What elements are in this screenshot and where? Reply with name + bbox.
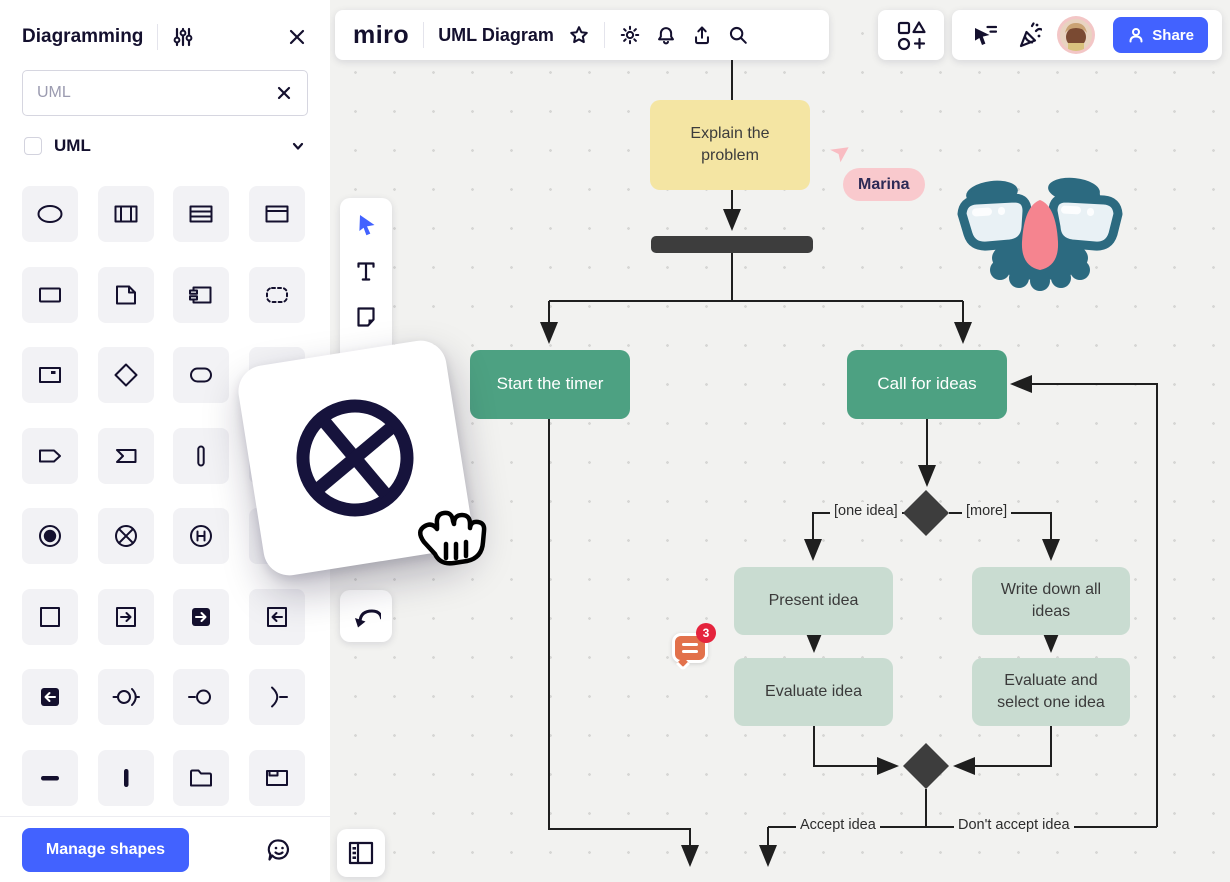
shape-horizontal-partition[interactable] bbox=[173, 186, 229, 242]
filter-icon[interactable] bbox=[172, 26, 194, 48]
shape-vertical-bar[interactable] bbox=[97, 749, 154, 806]
shape-ellipse[interactable] bbox=[22, 186, 78, 242]
node-explain-problem[interactable]: Explain the problem bbox=[650, 100, 810, 190]
upload-icon[interactable] bbox=[691, 24, 713, 46]
divider bbox=[157, 24, 159, 50]
gear-icon[interactable] bbox=[619, 24, 641, 46]
quick-add-icon bbox=[897, 21, 926, 51]
shape-square-arrow-left-filled[interactable] bbox=[22, 669, 78, 725]
dragged-shape-card[interactable] bbox=[234, 336, 476, 580]
marina-cursor-icon bbox=[830, 147, 849, 163]
shape-component[interactable] bbox=[173, 266, 229, 323]
shape-exit-point[interactable] bbox=[97, 508, 154, 564]
shape-provided-interface[interactable] bbox=[173, 669, 229, 725]
shape-square[interactable] bbox=[22, 588, 78, 645]
collaboration-bar: Share bbox=[952, 10, 1222, 60]
decision-diamond-1 bbox=[903, 490, 949, 536]
shape-final-state[interactable] bbox=[22, 508, 78, 564]
edge-label-accept-idea[interactable]: Accept idea bbox=[796, 816, 880, 834]
shape-activity-bar[interactable] bbox=[173, 427, 229, 484]
shape-terminator[interactable] bbox=[173, 347, 229, 403]
share-person-icon bbox=[1129, 28, 1143, 43]
node-start-timer[interactable]: Start the timer bbox=[470, 350, 630, 419]
groucho-glasses-sticker[interactable] bbox=[948, 170, 1132, 304]
shape-square-arrow-left[interactable] bbox=[248, 588, 305, 645]
category-checkbox[interactable] bbox=[24, 137, 42, 155]
miro-logo[interactable]: miro bbox=[353, 20, 410, 49]
comment-count: 3 bbox=[696, 623, 716, 643]
search-input[interactable] bbox=[37, 84, 267, 102]
feedback-smiley-icon[interactable] bbox=[266, 837, 292, 863]
shape-vertical-partition[interactable] bbox=[97, 186, 154, 242]
node-evaluate-select-one[interactable]: Evaluate and select one idea bbox=[972, 658, 1130, 726]
node-present-idea[interactable]: Present idea bbox=[734, 567, 893, 635]
node-write-down-all-ideas[interactable]: Write down all ideas bbox=[972, 567, 1130, 635]
edge-label-dont-accept-idea[interactable]: Don't accept idea bbox=[954, 816, 1074, 834]
fork-bar[interactable] bbox=[651, 236, 813, 253]
shape-rectangle[interactable] bbox=[22, 266, 78, 323]
shape-square-arrow-right-filled[interactable] bbox=[173, 588, 229, 645]
panel-footer: Manage shapes bbox=[0, 816, 330, 882]
undo-button[interactable] bbox=[340, 590, 392, 642]
frames-icon bbox=[348, 841, 374, 865]
shape-signal-receive[interactable] bbox=[97, 427, 154, 484]
shape-titled-rect[interactable] bbox=[248, 186, 305, 242]
shape-decision-diamond[interactable] bbox=[97, 347, 154, 403]
share-label: Share bbox=[1152, 26, 1194, 44]
comment-badge[interactable]: 3 bbox=[672, 623, 716, 672]
shape-grid bbox=[22, 186, 305, 806]
search-box[interactable] bbox=[22, 70, 308, 116]
frames-button[interactable] bbox=[337, 829, 385, 877]
star-icon[interactable] bbox=[568, 24, 590, 46]
confetti-icon[interactable] bbox=[1012, 20, 1042, 50]
close-icon[interactable] bbox=[286, 26, 308, 48]
merge-diamond-2 bbox=[903, 743, 949, 789]
follow-cursor-icon[interactable] bbox=[970, 22, 997, 49]
search-icon[interactable] bbox=[727, 24, 749, 46]
shape-signal-send[interactable] bbox=[22, 427, 78, 484]
shape-horizontal-bar[interactable] bbox=[22, 749, 78, 806]
comment-icon bbox=[672, 633, 708, 663]
shape-assembly-connector[interactable] bbox=[97, 669, 154, 725]
shape-square-arrow-right[interactable] bbox=[97, 588, 154, 645]
panel-title: Diagramming bbox=[22, 26, 144, 47]
shape-shallow-history[interactable] bbox=[173, 508, 229, 564]
manage-shapes-button[interactable]: Manage shapes bbox=[22, 827, 189, 872]
collaborator-name-tag: Marina bbox=[843, 168, 925, 201]
share-button[interactable]: Share bbox=[1113, 17, 1208, 53]
shape-package[interactable] bbox=[248, 749, 305, 806]
exit-point-shape-large bbox=[296, 399, 414, 517]
flow-connectors bbox=[540, 60, 1158, 867]
sticky-note-icon[interactable] bbox=[353, 304, 379, 330]
divider bbox=[423, 22, 425, 48]
undo-icon bbox=[355, 609, 381, 628]
shape-dashed-rect[interactable] bbox=[248, 266, 305, 323]
category-row-uml[interactable]: UML bbox=[24, 136, 306, 156]
board-title[interactable]: UML Diagram bbox=[438, 24, 554, 45]
category-label: UML bbox=[54, 136, 91, 155]
text-tool-icon[interactable] bbox=[353, 258, 379, 284]
user-avatar[interactable] bbox=[1057, 16, 1095, 54]
shape-object-rect[interactable] bbox=[22, 347, 78, 403]
shape-required-interface[interactable] bbox=[248, 669, 305, 725]
edge-label-more[interactable]: [more] bbox=[962, 502, 1012, 520]
shape-folder[interactable] bbox=[173, 749, 229, 806]
board-canvas[interactable]: Explain the problem Start the timer Call… bbox=[330, 0, 1230, 882]
quick-add-card[interactable] bbox=[878, 10, 944, 60]
clear-search-icon[interactable] bbox=[275, 84, 293, 102]
chevron-down-icon[interactable] bbox=[290, 138, 306, 154]
select-cursor-icon[interactable] bbox=[353, 212, 379, 238]
node-evaluate-idea[interactable]: Evaluate idea bbox=[734, 658, 893, 726]
shape-note[interactable] bbox=[97, 266, 154, 323]
bell-icon[interactable] bbox=[655, 24, 677, 46]
edge-label-one-idea[interactable]: [one idea] bbox=[830, 502, 902, 520]
divider bbox=[603, 22, 605, 48]
board-toolbar: miro UML Diagram bbox=[335, 10, 829, 60]
node-call-for-ideas[interactable]: Call for ideas bbox=[847, 350, 1007, 419]
